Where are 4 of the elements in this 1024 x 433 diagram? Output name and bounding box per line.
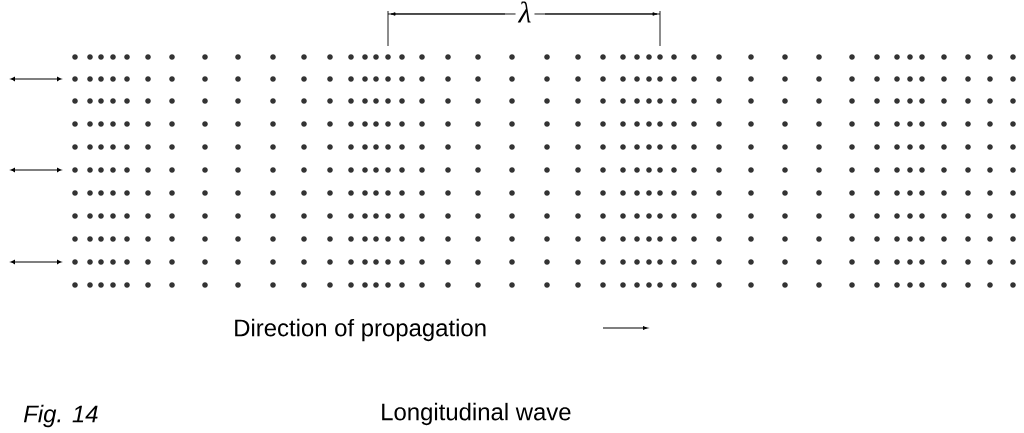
caption: Longitudinal wave — [382, 402, 571, 426]
wavelength-label: λ — [515, 0, 535, 26]
axis-label: Direction of propagation — [235, 318, 486, 342]
figure-number: Fig. 14 — [23, 404, 98, 428]
